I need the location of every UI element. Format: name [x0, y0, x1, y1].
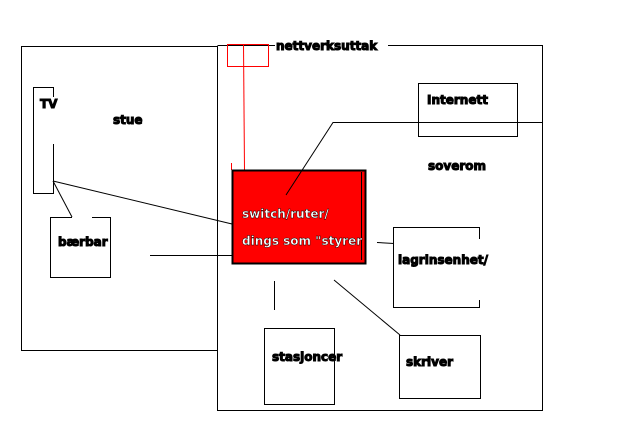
switch-router-box — [231, 169, 367, 265]
storage-box — [393, 227, 480, 308]
switch-label-line1: switch/ruter/ — [242, 207, 329, 221]
switch-internet-cable — [285, 122, 542, 196]
living-room-label: stue — [113, 113, 143, 127]
storage-label: lagrinsenhet/ — [398, 253, 489, 267]
tv-switch-cable — [52, 180, 233, 225]
network-outlet — [227, 44, 269, 67]
desktop-label: stasjoncer — [272, 350, 342, 364]
internet-box — [418, 83, 518, 137]
bedroom-label: soverom — [428, 159, 486, 173]
switch-label-line2: dings som "styrer — [242, 234, 362, 248]
laptop-label: bærbar — [58, 235, 108, 249]
switch-printer-cable — [333, 279, 401, 336]
living-room-outline — [21, 46, 218, 351]
switch-storage-cable — [376, 242, 395, 244]
internet-label: Internett — [427, 93, 488, 107]
laptop-box — [50, 217, 111, 278]
tv-label: TV — [40, 97, 58, 111]
outlet-cable — [243, 43, 245, 172]
tv-laptop-cable — [52, 180, 73, 218]
tv-box — [33, 87, 54, 194]
printer-label: skriver — [406, 355, 453, 369]
outlet-label: nettverksuttak — [276, 39, 378, 53]
desktop-box — [264, 328, 335, 405]
printer-box — [399, 335, 481, 399]
